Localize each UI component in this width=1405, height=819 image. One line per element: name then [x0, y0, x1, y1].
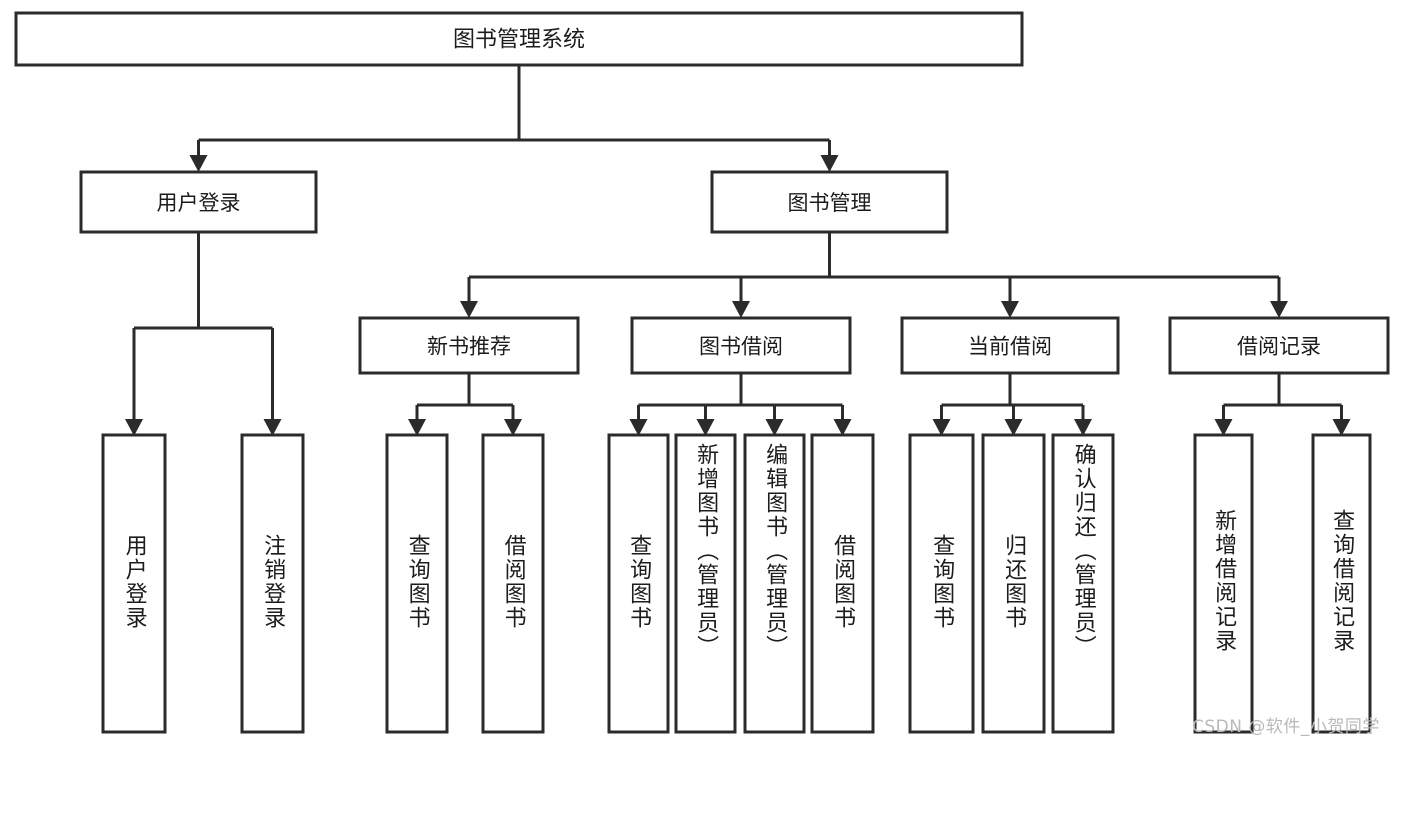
- node-box-current-borrow[interactable]: [900, 316, 1120, 375]
- node-label-borrow-record: 借阅记录: [1237, 335, 1321, 359]
- arrow-head-icon: [1074, 419, 1092, 436]
- node-box-leaf-borrow-book-2[interactable]: [810, 433, 875, 734]
- node-box-leaf-add-book[interactable]: [674, 433, 737, 734]
- node-box-root[interactable]: [14, 11, 1024, 67]
- node-box-leaf-query-book-3[interactable]: [908, 433, 975, 734]
- node-box-leaf-return-book[interactable]: [981, 433, 1046, 734]
- csdn-watermark: CSDN @软件_小贺同学: [1192, 717, 1380, 737]
- node-box-leaf-query-book-1[interactable]: [385, 433, 449, 734]
- arrow-head-icon: [125, 419, 143, 436]
- boxes-layer: [14, 11, 1390, 734]
- arrow-head-icon: [820, 155, 839, 172]
- arrow-head-icon: [504, 419, 522, 436]
- node-label-new-book-recommend: 新书推荐: [427, 335, 511, 359]
- node-label-current-borrow: 当前借阅: [968, 335, 1052, 359]
- node-box-leaf-confirm-return[interactable]: [1051, 433, 1115, 734]
- node-box-book-manage[interactable]: [710, 170, 949, 234]
- node-box-new-book-recommend[interactable]: [358, 316, 580, 375]
- node-label-user-login: 用户登录: [157, 191, 241, 215]
- node-box-leaf-logout[interactable]: [240, 433, 305, 734]
- diagram-canvas: 图书管理系统用户登录图书管理新书推荐图书借阅当前借阅借阅记录 用户登录注销登录查…: [14, 11, 1390, 737]
- node-box-leaf-borrow-book-1[interactable]: [481, 433, 545, 734]
- node-box-leaf-user-login[interactable]: [101, 433, 167, 734]
- arrow-head-icon: [1214, 419, 1233, 436]
- node-box-user-login[interactable]: [79, 170, 318, 234]
- node-box-borrow-record[interactable]: [1168, 316, 1390, 375]
- node-box-leaf-query-record[interactable]: [1311, 433, 1372, 734]
- arrow-head-icon: [732, 301, 750, 318]
- node-label-root: 图书管理系统: [453, 28, 585, 53]
- arrow-head-icon: [696, 419, 715, 436]
- arrow-head-icon: [629, 419, 648, 436]
- arrow-head-icon: [1001, 301, 1019, 318]
- node-box-leaf-add-record[interactable]: [1193, 433, 1254, 734]
- arrow-head-icon: [833, 419, 852, 436]
- arrow-head-icon: [1004, 419, 1023, 436]
- arrow-head-icon: [460, 301, 478, 318]
- node-label-book-borrow: 图书借阅: [699, 335, 783, 359]
- node-box-leaf-edit-book[interactable]: [743, 433, 806, 734]
- arrow-head-icon: [263, 419, 282, 436]
- arrow-head-icon: [1270, 301, 1288, 318]
- node-box-leaf-query-book-2[interactable]: [607, 433, 670, 734]
- arrow-head-icon: [1332, 419, 1351, 436]
- arrow-head-icon: [189, 155, 208, 172]
- arrow-head-icon: [765, 419, 784, 436]
- arrow-head-icon: [932, 419, 951, 436]
- arrow-head-icon: [408, 419, 426, 436]
- node-box-book-borrow[interactable]: [630, 316, 852, 375]
- edges-layer: [125, 65, 1351, 436]
- node-label-book-manage: 图书管理: [788, 191, 872, 215]
